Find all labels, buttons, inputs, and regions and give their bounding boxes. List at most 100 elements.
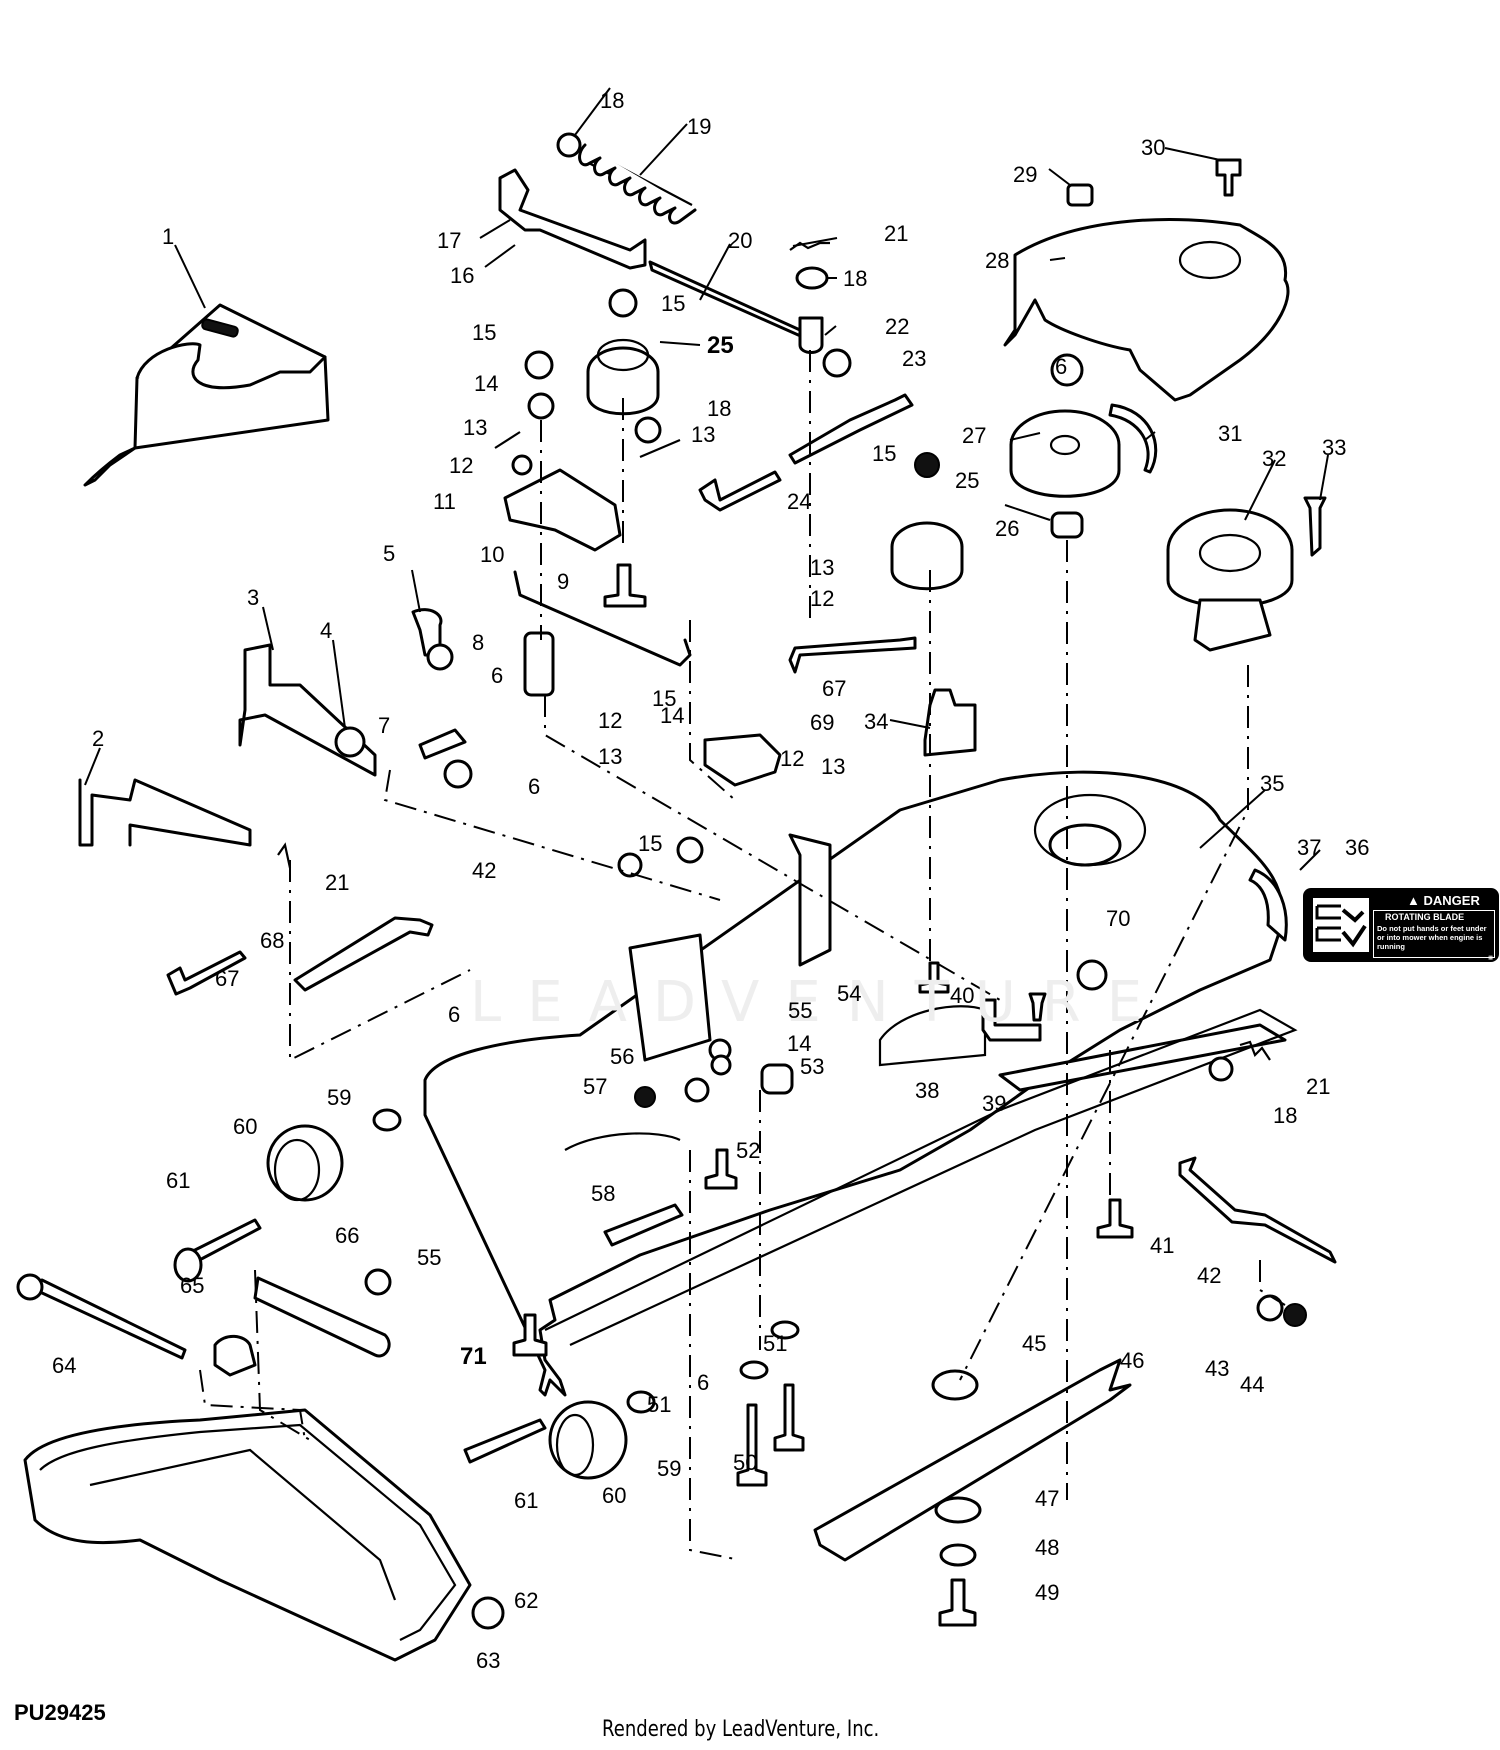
callout-15e[interactable]: 15 <box>638 831 663 856</box>
part-47-washer[interactable] <box>934 1496 982 1524</box>
callout-57[interactable]: 57 <box>583 1074 608 1099</box>
callout-68[interactable]: 68 <box>260 928 285 953</box>
callout-26[interactable]: 26 <box>995 516 1020 541</box>
callout-55b[interactable]: 55 <box>417 1245 442 1270</box>
callout-18d[interactable]: 18 <box>1273 1103 1298 1128</box>
callout-40[interactable]: 40 <box>950 983 975 1008</box>
callout-59a[interactable]: 59 <box>327 1085 352 1110</box>
part-6-nut[interactable] <box>426 643 454 671</box>
part-40-bolt[interactable] <box>1028 992 1047 1022</box>
callout-70[interactable]: 70 <box>1106 906 1131 931</box>
part-22-swivel[interactable] <box>798 316 824 354</box>
callout-9[interactable]: 9 <box>557 569 570 594</box>
part-52-bolt[interactable] <box>704 1148 738 1190</box>
danger-decal[interactable]: ▲ DANGER ROTATING BLADE Do not put hands… <box>1303 888 1499 962</box>
part-4-nut[interactable] <box>334 726 366 758</box>
part-24-rod[interactable] <box>788 393 914 465</box>
part-24-rod-b[interactable] <box>698 470 782 512</box>
part-15-nut-d[interactable] <box>676 836 704 864</box>
part-17-bracket[interactable] <box>498 168 647 270</box>
callout-2[interactable]: 2 <box>92 726 105 751</box>
callout-58[interactable]: 58 <box>591 1181 616 1206</box>
callout-22[interactable]: 22 <box>885 314 910 339</box>
callout-42b[interactable]: 42 <box>1197 1263 1222 1288</box>
callout-24[interactable]: 24 <box>787 489 812 514</box>
callout-14b[interactable]: 14 <box>660 703 685 728</box>
callout-23[interactable]: 23 <box>902 346 927 371</box>
callout-7[interactable]: 7 <box>378 713 391 738</box>
part-50-bolt[interactable] <box>736 1403 768 1487</box>
callout-51b[interactable]: 51 <box>647 1392 672 1417</box>
callout-10[interactable]: 10 <box>480 542 505 567</box>
part-25-idler-pulley-b[interactable] <box>890 521 964 591</box>
callout-61b[interactable]: 61 <box>514 1488 539 1513</box>
part-38-bolt[interactable] <box>918 961 950 994</box>
part-13-pin[interactable] <box>494 431 521 449</box>
callout-6e[interactable]: 6 <box>697 1370 710 1395</box>
callout-60a[interactable]: 60 <box>233 1114 258 1139</box>
part-42-rod[interactable] <box>1178 1156 1337 1264</box>
part-67-rod-b[interactable] <box>293 916 434 992</box>
callout-18c[interactable]: 18 <box>707 396 732 421</box>
part-23-nut[interactable] <box>822 348 852 378</box>
part-2-lift-arm[interactable] <box>78 778 252 847</box>
callout-51a[interactable]: 51 <box>763 1331 788 1356</box>
callout-16[interactable]: 16 <box>450 263 475 288</box>
callout-18b[interactable]: 18 <box>843 266 868 291</box>
part-59-spacer-b[interactable] <box>626 1390 656 1414</box>
callout-31[interactable]: 31 <box>1218 421 1243 446</box>
part-11-idler-arm[interactable] <box>503 468 622 552</box>
part-31-belt-guide[interactable] <box>1108 403 1158 474</box>
part-67-rod[interactable] <box>788 636 917 674</box>
callout-33[interactable]: 33 <box>1322 435 1347 460</box>
part-15-nut[interactable] <box>524 350 554 380</box>
part-64-rod[interactable] <box>30 1278 187 1360</box>
part-50-bolt-b[interactable] <box>773 1383 805 1452</box>
part-21-clip-b[interactable] <box>1239 1040 1271 1061</box>
part-70-nut[interactable] <box>1076 959 1108 991</box>
part-19-spring[interactable] <box>578 143 697 225</box>
callout-21c[interactable]: 21 <box>1306 1074 1331 1099</box>
part-33-bolt[interactable] <box>1303 496 1327 557</box>
callout-12c[interactable]: 12 <box>598 708 623 733</box>
part-32-spindle-pulley[interactable] <box>1166 508 1294 652</box>
part-25-idler-pulley[interactable] <box>586 338 660 416</box>
callout-15b[interactable]: 15 <box>661 291 686 316</box>
part-29-plug[interactable] <box>1066 183 1094 207</box>
callout-49[interactable]: 49 <box>1035 1580 1060 1605</box>
part-10-rod[interactable] <box>513 570 692 667</box>
callout-48[interactable]: 48 <box>1035 1535 1060 1560</box>
callout-18a[interactable]: 18 <box>600 88 625 113</box>
part-18-washer[interactable] <box>556 132 582 158</box>
part-42-stud[interactable] <box>617 852 643 878</box>
callout-46[interactable]: 46 <box>1120 1348 1145 1373</box>
callout-64[interactable]: 64 <box>52 1353 77 1378</box>
part-54-bracket[interactable] <box>628 833 832 1062</box>
callout-35[interactable]: 35 <box>1260 771 1285 796</box>
part-14-washer[interactable] <box>527 392 555 420</box>
callout-59b[interactable]: 59 <box>657 1456 682 1481</box>
part-55-nut-b[interactable] <box>364 1268 392 1296</box>
part-9-bolt[interactable] <box>603 563 647 608</box>
part-60-gauge-wheel-b[interactable] <box>548 1400 628 1480</box>
callout-39[interactable]: 39 <box>982 1091 1007 1116</box>
part-44-nut[interactable] <box>1283 1303 1307 1327</box>
callout-34[interactable]: 34 <box>864 709 889 734</box>
callout-41[interactable]: 41 <box>1150 1233 1175 1258</box>
callout-13e[interactable]: 13 <box>821 754 846 779</box>
part-12-washer[interactable] <box>511 454 533 476</box>
part-8-bushing[interactable] <box>523 631 555 697</box>
callout-69[interactable]: 69 <box>810 710 835 735</box>
part-49-bolt[interactable] <box>938 1578 977 1627</box>
callout-42a[interactable]: 42 <box>472 858 497 883</box>
callout-71[interactable]: 71 <box>460 1343 487 1370</box>
part-66-link[interactable] <box>253 1276 391 1358</box>
callout-27[interactable]: 27 <box>962 423 987 448</box>
callout-61a[interactable]: 61 <box>166 1168 191 1193</box>
part-60-gauge-wheel[interactable] <box>266 1124 344 1202</box>
callout-67a[interactable]: 67 <box>822 676 847 701</box>
part-57-nut[interactable] <box>634 1086 656 1108</box>
callout-4[interactable]: 4 <box>320 618 333 643</box>
part-61-bolt-head[interactable] <box>173 1247 203 1283</box>
callout-54[interactable]: 54 <box>837 981 862 1006</box>
